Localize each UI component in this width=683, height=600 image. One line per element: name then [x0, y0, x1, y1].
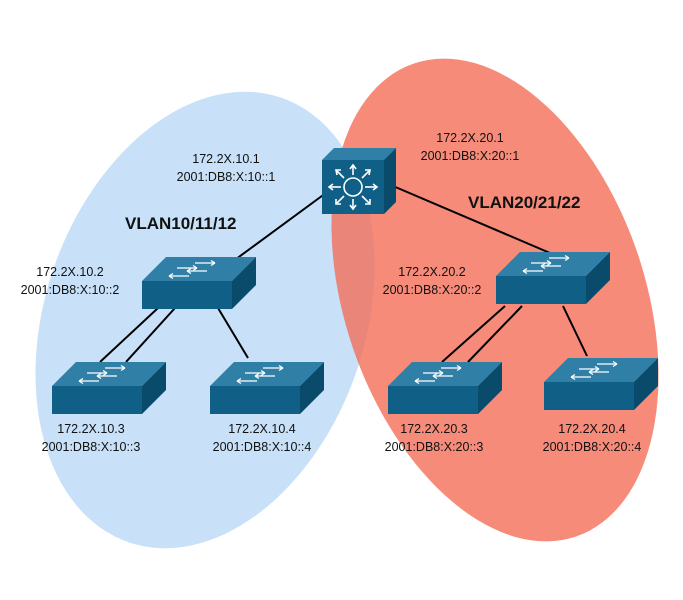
switch-icon-access-r1	[388, 362, 502, 414]
switch-icon-access-l2	[210, 362, 324, 414]
link-dist-left-access-l1-b	[125, 307, 176, 363]
access-r1-ip-v4: 172.2X.20.3	[400, 422, 467, 436]
layer3-switch-icon	[322, 148, 396, 214]
switch-icon-dist-left	[142, 257, 256, 309]
dist-right-ip-v4: 172.2X.20.2	[398, 265, 465, 279]
switch-icon-access-r2	[544, 358, 658, 410]
switch-icon-access-l1	[52, 362, 166, 414]
access-l1-ip-v4: 172.2X.10.3	[57, 422, 124, 436]
switches	[52, 252, 658, 414]
dist-right-ip-v6: 2001:DB8:X:20::2	[383, 283, 482, 297]
access-r2-ip-v4: 172.2X.20.4	[558, 422, 625, 436]
dist-left-ip-v4: 172.2X.10.2	[36, 265, 103, 279]
link-dist-left-access-l2	[217, 307, 249, 359]
link-dist-left-access-l1-a	[99, 307, 159, 363]
link-core-dist-right	[392, 185, 551, 254]
core-ip-left-v4: 172.2X.10.1	[192, 152, 259, 166]
link-dist-right-access-r1-a	[441, 305, 506, 363]
core-ip-left-v6: 2001:DB8:X:10::1	[177, 170, 276, 184]
vlan-region-right	[331, 58, 659, 542]
access-r2-ip-v6: 2001:DB8:X:20::4	[543, 440, 642, 454]
access-l2-ip-v4: 172.2X.10.4	[228, 422, 295, 436]
access-l2-ip-v6: 2001:DB8:X:10::4	[213, 440, 312, 454]
access-l1-ip-v6: 2001:DB8:X:10::3	[42, 440, 141, 454]
vlan-label-right: VLAN20/21/22	[468, 193, 580, 212]
vlan-label-left: VLAN10/11/12	[125, 214, 237, 233]
access-r1-ip-v6: 2001:DB8:X:20::3	[385, 440, 484, 454]
switch-icon-dist-right	[496, 252, 610, 304]
core-ip-right-v4: 172.2X.20.1	[436, 131, 503, 145]
dist-left-ip-v6: 2001:DB8:X:10::2	[21, 283, 120, 297]
core-ip-right-v6: 2001:DB8:X:20::1	[421, 149, 520, 163]
link-dist-right-access-r2	[562, 305, 588, 357]
vlan-region-left	[35, 91, 375, 549]
links	[99, 185, 588, 363]
link-dist-right-access-r1-b	[467, 305, 523, 363]
link-core-dist-left	[231, 189, 331, 263]
